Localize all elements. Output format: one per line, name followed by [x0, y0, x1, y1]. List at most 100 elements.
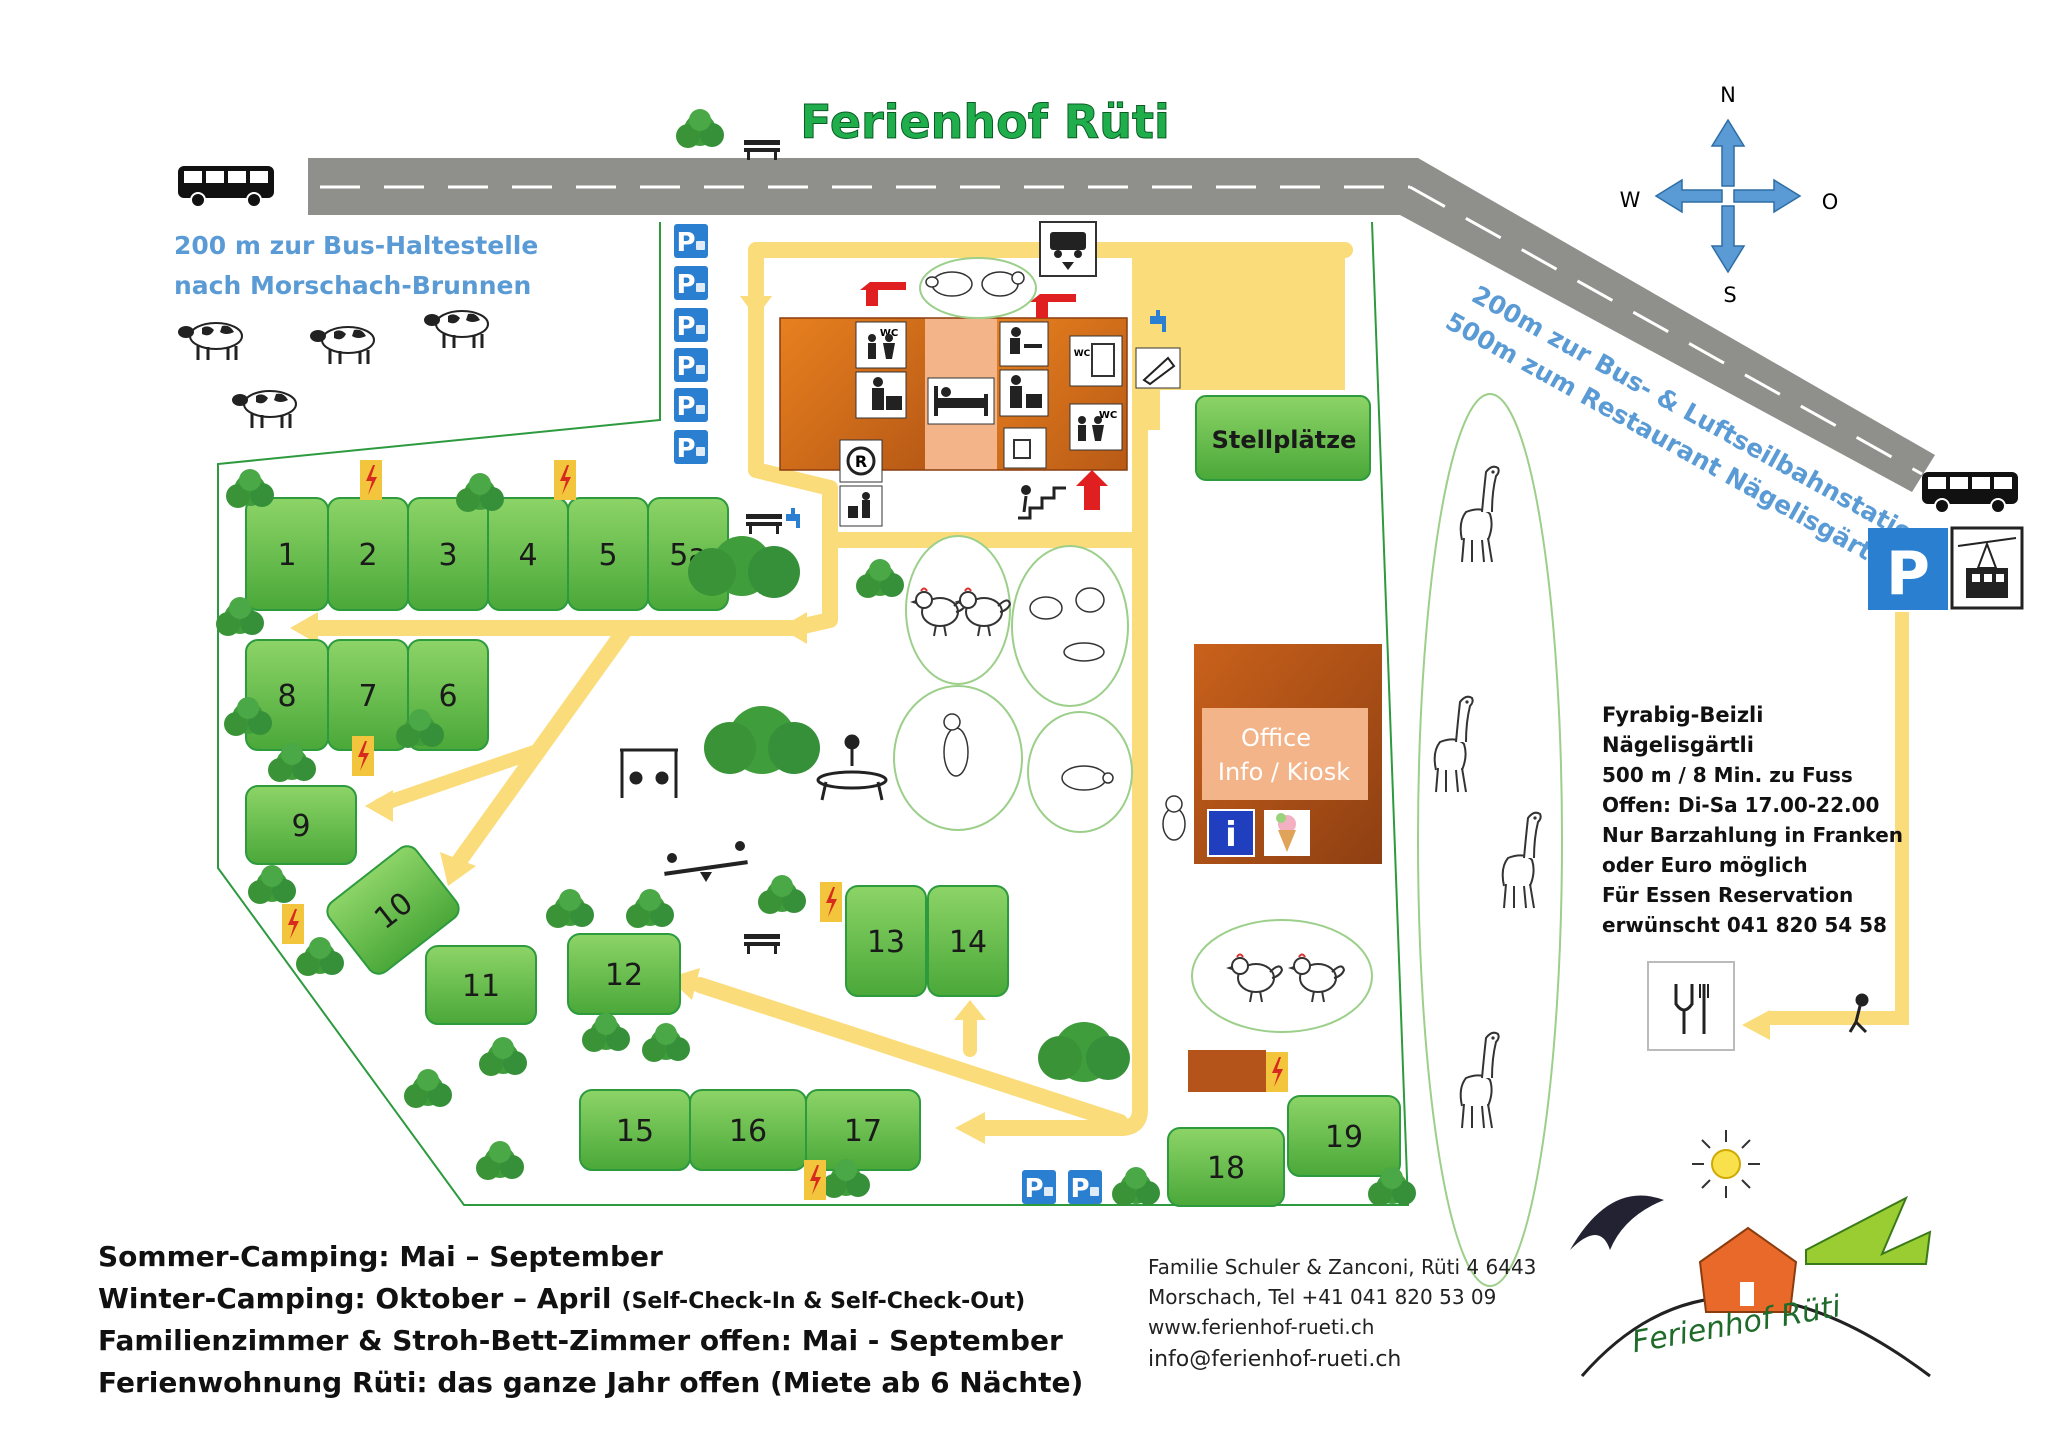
pitch-label-9: 9: [291, 809, 310, 844]
pitch-label-5: 5: [598, 538, 617, 573]
svg-text:WC: WC: [1074, 349, 1091, 359]
cows: [176, 309, 490, 430]
pitch-area-11: [425, 945, 537, 1025]
pitch-label-18: 18: [1207, 1151, 1245, 1186]
pitch-label-4: 4: [518, 538, 537, 573]
pitch-area-14: [927, 885, 1009, 997]
parking-column: [674, 224, 708, 464]
svg-text:i: i: [1225, 815, 1237, 855]
season-info: Sommer-Camping: Mai – September Winter-C…: [98, 1240, 1083, 1399]
season-rooms: Familienzimmer & Stroh-Bett-Zimmer offen…: [98, 1324, 1063, 1357]
pitch-7: 7: [327, 639, 409, 751]
compass-east: O: [1822, 190, 1839, 214]
pitch-5: 5: [567, 497, 649, 611]
svg-text:Sommer-Camping: Mai – Septembe: Sommer-Camping: Mai – September: [98, 1240, 663, 1273]
pitch-10: 10: [326, 845, 460, 975]
path-to-restaurant: [1770, 612, 1909, 1025]
pitch-3: 3: [407, 497, 489, 611]
bus-stop-text-line1: 200 m zur Bus-Haltestelle: [174, 231, 538, 260]
pitch-area-19: [1287, 1095, 1401, 1177]
pitch-area-9: [245, 785, 357, 865]
cat-icon: [1162, 795, 1186, 841]
bird-icon: [943, 713, 969, 777]
pitch-17: 17: [805, 1089, 921, 1171]
swing-icon: [620, 748, 678, 798]
pitch-4: 4: [487, 497, 569, 611]
compass-west: W: [1620, 188, 1641, 212]
bed-icon: [927, 377, 995, 425]
rabbits: [1029, 587, 1105, 662]
svg-text:500 m / 8 Min. zu Fuss: 500 m / 8 Min. zu Fuss: [1602, 763, 1853, 787]
svg-text:Stellplätze: Stellplätze: [1212, 426, 1357, 454]
svg-text:Winter-Camping: Oktober – Apri: Winter-Camping: Oktober – April (Self-Che…: [98, 1282, 1025, 1315]
restaurant-icon: [1647, 961, 1735, 1051]
pitch-area-13: [845, 885, 927, 997]
svg-text:WC: WC: [1099, 410, 1117, 421]
contact-website[interactable]: www.ferienhof-rueti.ch: [1148, 1315, 1374, 1339]
stellplaetze-area: Stellplätze: [1195, 395, 1371, 481]
pitch-label-14: 14: [949, 925, 987, 960]
pitch-label-2: 2: [358, 538, 377, 573]
pitch-1: 1: [245, 497, 329, 611]
map-title: Ferienhof Rüti: [800, 95, 1169, 149]
pitch-19: 19: [1287, 1095, 1401, 1177]
pitch-label-12: 12: [605, 958, 643, 993]
tree-cluster-19: [1038, 1022, 1130, 1082]
water-tap-icon: [1150, 310, 1166, 332]
road: [308, 158, 1935, 492]
pitch-label-17: 17: [844, 1114, 882, 1149]
recycling-icon: R: [839, 439, 883, 483]
pitch-label-6: 6: [438, 679, 457, 714]
svg-text:Fyrabig-Beizli: Fyrabig-Beizli: [1602, 703, 1763, 727]
compass-north: N: [1720, 83, 1736, 107]
pitch-area-12: [567, 933, 681, 1015]
compass-south: S: [1723, 283, 1736, 307]
camper-service-icon: [1039, 221, 1097, 277]
path-arrows: [290, 296, 1770, 1144]
pitch-label-19: 19: [1325, 1120, 1363, 1155]
compass: N S W O: [1620, 83, 1839, 307]
pitch-area-17: [805, 1089, 921, 1171]
wc-icon-left: WC: [855, 321, 907, 369]
cable-car-icon: [1950, 526, 2024, 610]
dump-station-icon: [1135, 347, 1181, 389]
pitch-label-8: 8: [277, 679, 296, 714]
shop-icon: [855, 371, 907, 419]
wc-icon-right: WC: [1069, 403, 1123, 451]
sheep-icon: [981, 271, 1025, 297]
kitchen-icon: [999, 321, 1049, 367]
svg-text:Familienzimmer & Stroh-Bett-Zi: Familienzimmer & Stroh-Bett-Zimmer offen…: [98, 1324, 1063, 1357]
svg-text:Offen: Di-Sa 17.00-22.00: Offen: Di-Sa 17.00-22.00: [1602, 793, 1879, 817]
pitch-13: 13: [845, 885, 927, 997]
pitch-11: 11: [425, 945, 537, 1025]
svg-text:Nur Barzahlung in Franken: Nur Barzahlung in Franken: [1602, 823, 1903, 847]
shed: [1188, 1050, 1266, 1092]
water-tap-icon-2: [786, 508, 800, 528]
pitch-area-10: [326, 845, 460, 975]
pitch-14: 14: [927, 885, 1009, 997]
pig-icon: [925, 271, 973, 297]
pitch-2: 2: [327, 497, 409, 611]
pitch-label-13: 13: [867, 925, 905, 960]
pitch-18: 18: [1167, 1127, 1285, 1207]
season-summer: Sommer-Camping: Mai – September: [98, 1240, 663, 1273]
parking-bottom: [1022, 1170, 1102, 1204]
tree-cluster-5a: [688, 536, 800, 598]
season-winter: Winter-Camping: Oktober – April: [98, 1282, 612, 1315]
pitch-15: 15: [579, 1089, 691, 1171]
svg-text:P: P: [1886, 539, 1930, 609]
office-label: Office: [1241, 724, 1311, 752]
tree-cluster-play: [704, 706, 820, 774]
contact-email[interactable]: info@ferienhof-rueti.ch: [1148, 1347, 1401, 1372]
shower-wc-icon: WC: [1069, 335, 1123, 387]
svg-text:Nägelisgärtli: Nägelisgärtli: [1602, 733, 1754, 757]
contact-line-2: Morschach, Tel +41 041 820 53 09: [1148, 1285, 1496, 1309]
season-winter-note: (Self-Check-In & Self-Check-Out): [622, 1289, 1026, 1314]
pitch-12: 12: [567, 933, 681, 1015]
pitch-9: 9: [245, 785, 357, 865]
svg-text:Ferienwohnung Rüti: das ganze: Ferienwohnung Rüti: das ganze Jahr offen…: [98, 1366, 1083, 1399]
svg-text:WC: WC: [880, 328, 898, 339]
stairs-icon: [1018, 485, 1066, 520]
svg-text:erwünscht 041 820 54 58: erwünscht 041 820 54 58: [1602, 913, 1887, 937]
